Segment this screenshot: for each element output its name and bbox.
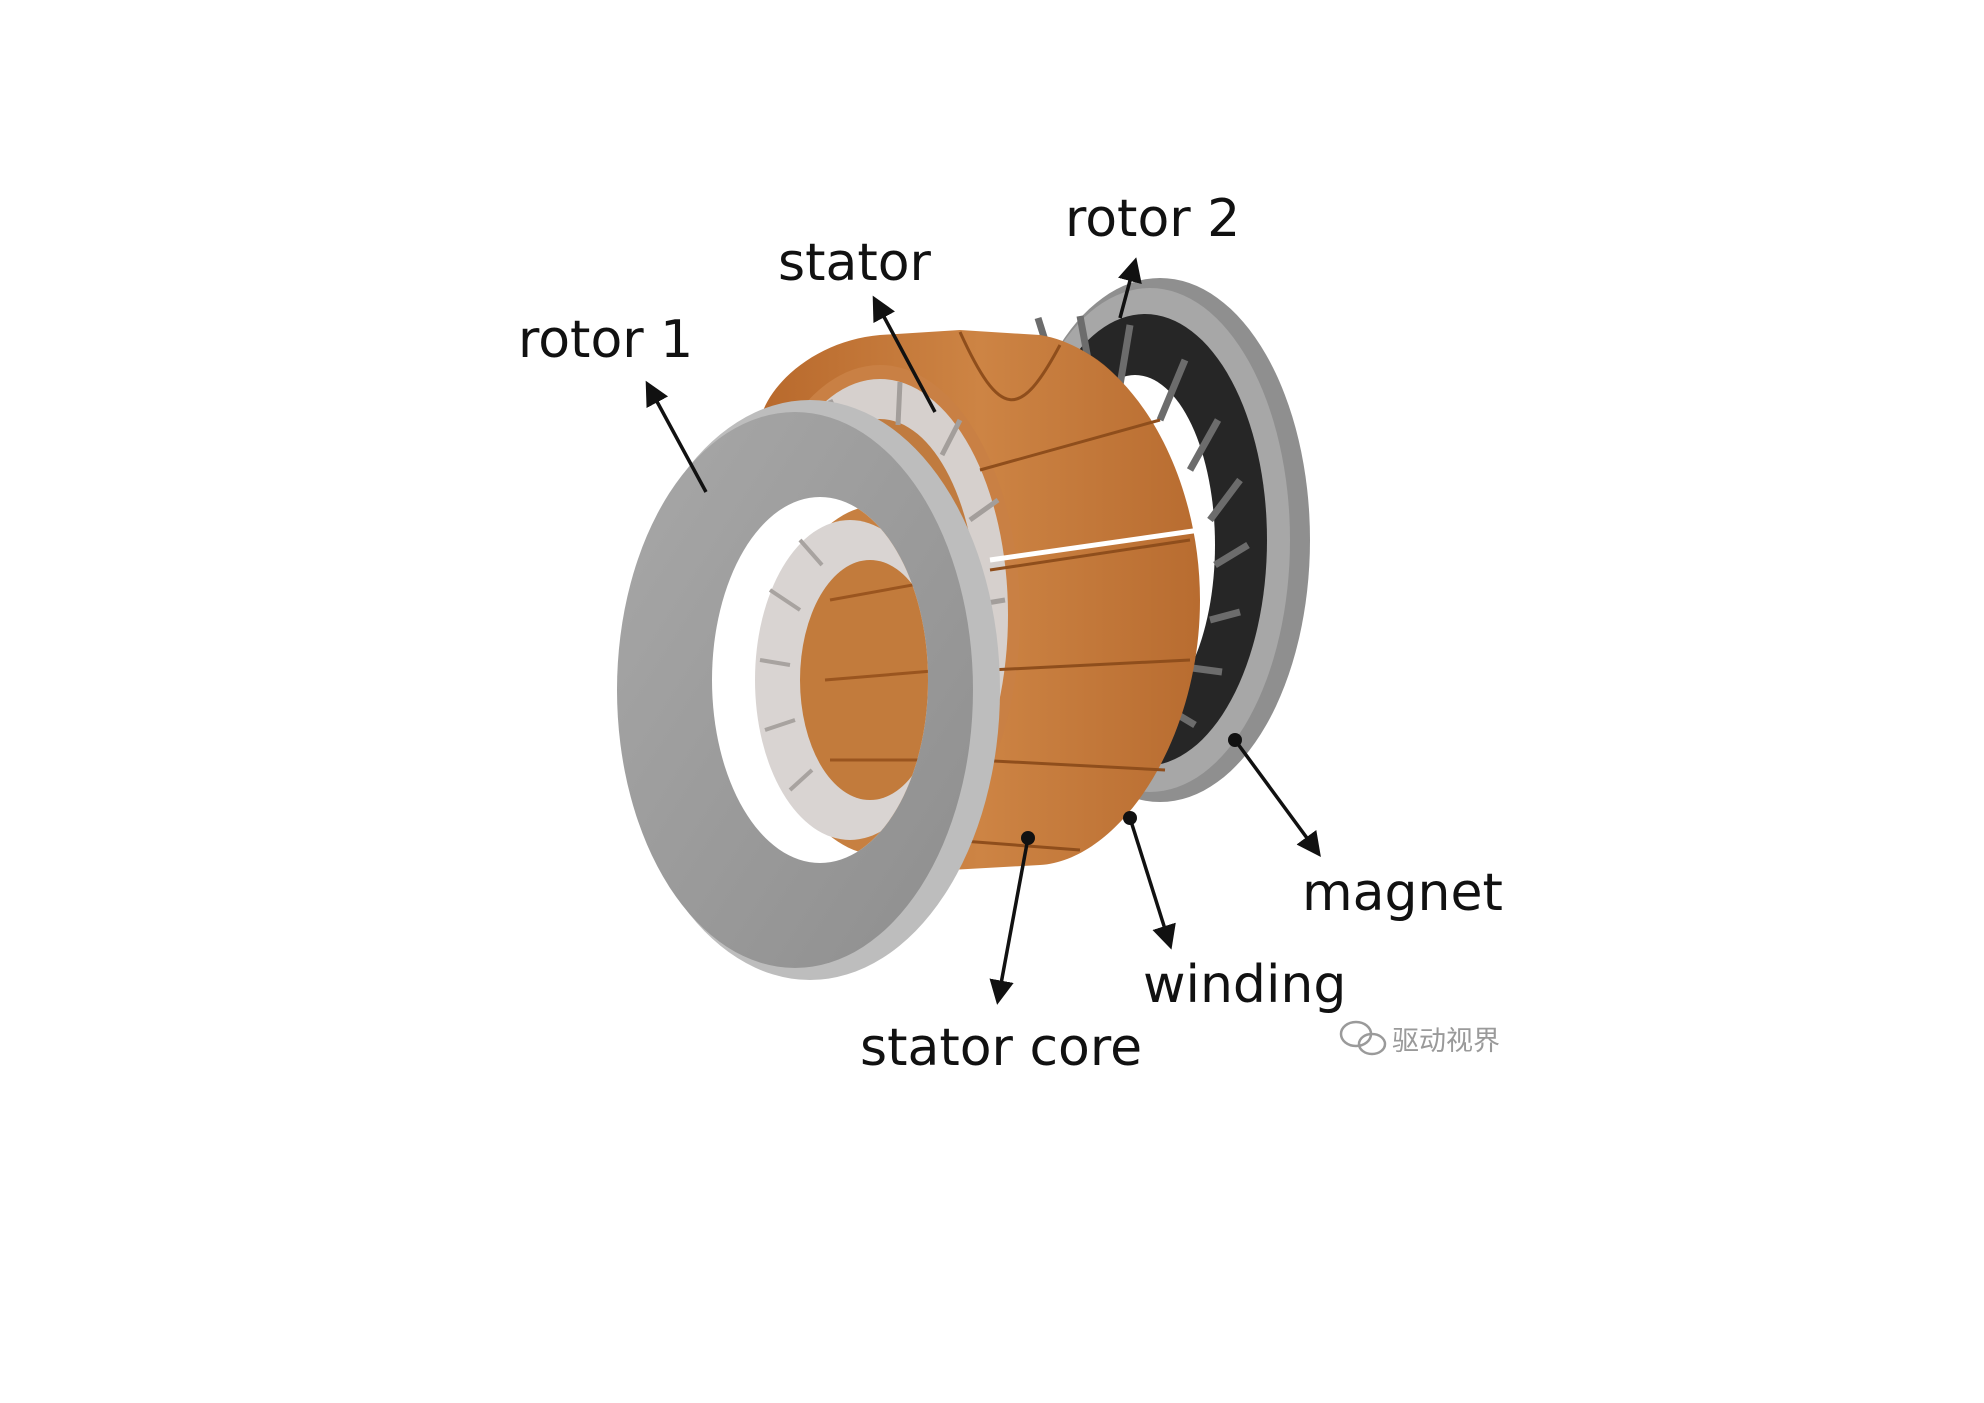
label-rotor-2: rotor 2: [1065, 189, 1240, 249]
leader-dots: [1021, 733, 1242, 845]
label-stator-core: stator core: [860, 1018, 1142, 1078]
leader-magnet: [1233, 738, 1321, 857]
leader-winding: [1128, 817, 1176, 950]
leader-rotor-1: [645, 380, 708, 493]
leader-lines: [645, 257, 1321, 1005]
wechat-icon: [1339, 1020, 1387, 1056]
leader-stator: [872, 295, 937, 413]
winding-segments: [949, 331, 1191, 852]
label-stator: stator: [778, 233, 932, 293]
label-rotor-1: rotor 1: [518, 310, 693, 370]
watermark-text: 驱动视界: [1392, 1026, 1500, 1057]
leader-stator-core: [989, 837, 1030, 1005]
rotor-1: [617, 400, 1000, 980]
leader-rotor-2: [1118, 257, 1142, 319]
label-winding: winding: [1143, 955, 1346, 1015]
watermark: 驱动视界: [1339, 1020, 1500, 1057]
label-magnet: magnet: [1302, 863, 1503, 923]
